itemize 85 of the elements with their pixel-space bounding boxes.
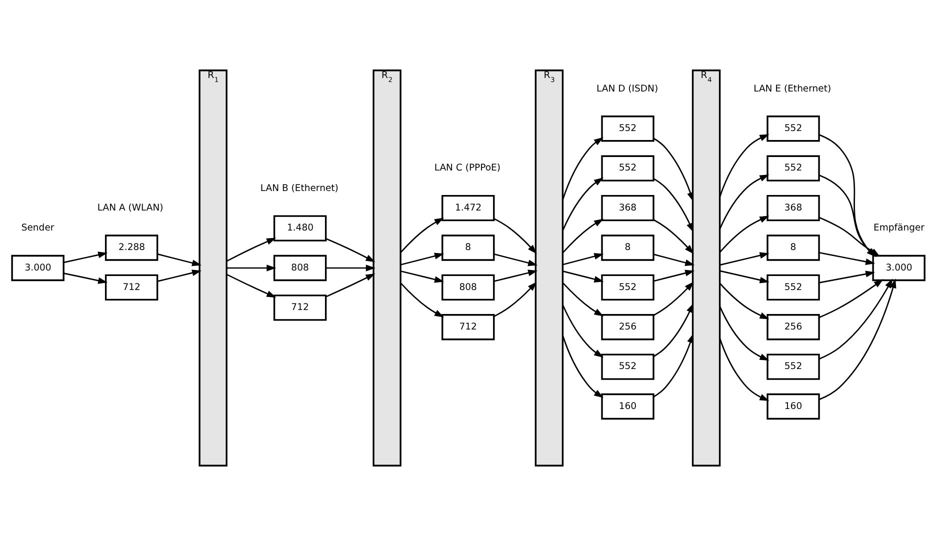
arrow [719, 306, 770, 360]
node-box: R$_{1}$ [198, 69, 228, 466]
arrow [653, 269, 695, 282]
arrow [326, 273, 376, 297]
arrow [326, 237, 376, 262]
arrow [326, 264, 376, 271]
node-box: 552 [766, 353, 820, 380]
arrow [562, 270, 604, 282]
node-box: 712 [104, 274, 158, 300]
arrow [400, 282, 444, 317]
arrow [226, 273, 276, 298]
arrow [562, 304, 604, 358]
label: LAN D (ISDN) [596, 82, 658, 94]
arrow [562, 177, 604, 230]
node-box: 3.000 [872, 254, 926, 281]
arrow [653, 332, 694, 397]
node-box: 712 [442, 314, 495, 340]
label: Sender [21, 222, 54, 234]
arrow [818, 278, 896, 400]
arrow [494, 218, 537, 254]
arrow [400, 217, 444, 252]
arrow [719, 338, 770, 400]
arrow [720, 252, 770, 266]
node-box: 552 [766, 115, 820, 142]
label: LAN A (WLAN) [97, 202, 164, 213]
arrow [226, 237, 276, 262]
arrow [719, 134, 770, 197]
node-box: 552 [766, 274, 820, 300]
arrow [719, 282, 770, 319]
node-box: 3.000 [11, 254, 64, 281]
arrow [653, 281, 694, 316]
arrow [226, 264, 276, 271]
arrow [400, 270, 444, 282]
node-box: R$_{4}$ [692, 69, 721, 466]
node-box: R$_{2}$ [372, 69, 402, 466]
node-box: 256 [766, 314, 820, 340]
arrow [653, 302, 694, 357]
arrow [653, 218, 694, 254]
label: Empfänger [874, 222, 924, 234]
arrow [719, 174, 770, 229]
arrow [64, 251, 108, 263]
node-box: 1.480 [273, 214, 327, 241]
node-box: 712 [273, 294, 327, 320]
arrow [562, 282, 604, 316]
arrow [653, 178, 694, 232]
arrow [562, 252, 604, 265]
node-box: 552 [601, 115, 654, 142]
arrow [494, 269, 538, 282]
arrow [818, 278, 893, 360]
node-box: 1.472 [442, 194, 495, 221]
node-box: 368 [601, 194, 654, 221]
arrow [819, 251, 876, 264]
node-box: 552 [601, 154, 654, 181]
arrow [653, 253, 695, 266]
arrow [818, 278, 884, 318]
arrow [653, 137, 694, 202]
node-box: 8 [766, 234, 820, 260]
arrow [64, 272, 108, 284]
node-box: 8 [442, 234, 495, 260]
arrow [562, 136, 604, 200]
arrow [494, 252, 538, 266]
arrow [157, 269, 202, 282]
node-box: 2.288 [104, 234, 158, 260]
node-box: 552 [766, 154, 820, 181]
node-box: R$_{3}$ [534, 69, 564, 466]
arrow [719, 215, 770, 252]
node-box: 8 [601, 234, 654, 260]
label: LAN B (Ethernet) [260, 182, 338, 194]
node-box: 552 [601, 353, 654, 380]
label: LAN E (Ethernet) [754, 82, 832, 94]
arrow [562, 334, 604, 398]
arrow [157, 252, 202, 266]
node-box: 256 [601, 314, 654, 340]
arrow [562, 218, 604, 253]
node-box: 368 [766, 194, 820, 221]
node-box: 552 [601, 274, 654, 300]
label: LAN C (PPPoE) [434, 162, 501, 174]
node-box: 160 [601, 392, 654, 420]
node-box: 808 [442, 274, 495, 300]
node-box: 160 [766, 392, 820, 420]
arrow [400, 252, 444, 265]
arrow [494, 281, 537, 317]
node-box: 808 [273, 254, 327, 281]
arrow [720, 270, 770, 283]
arrow [819, 270, 876, 283]
